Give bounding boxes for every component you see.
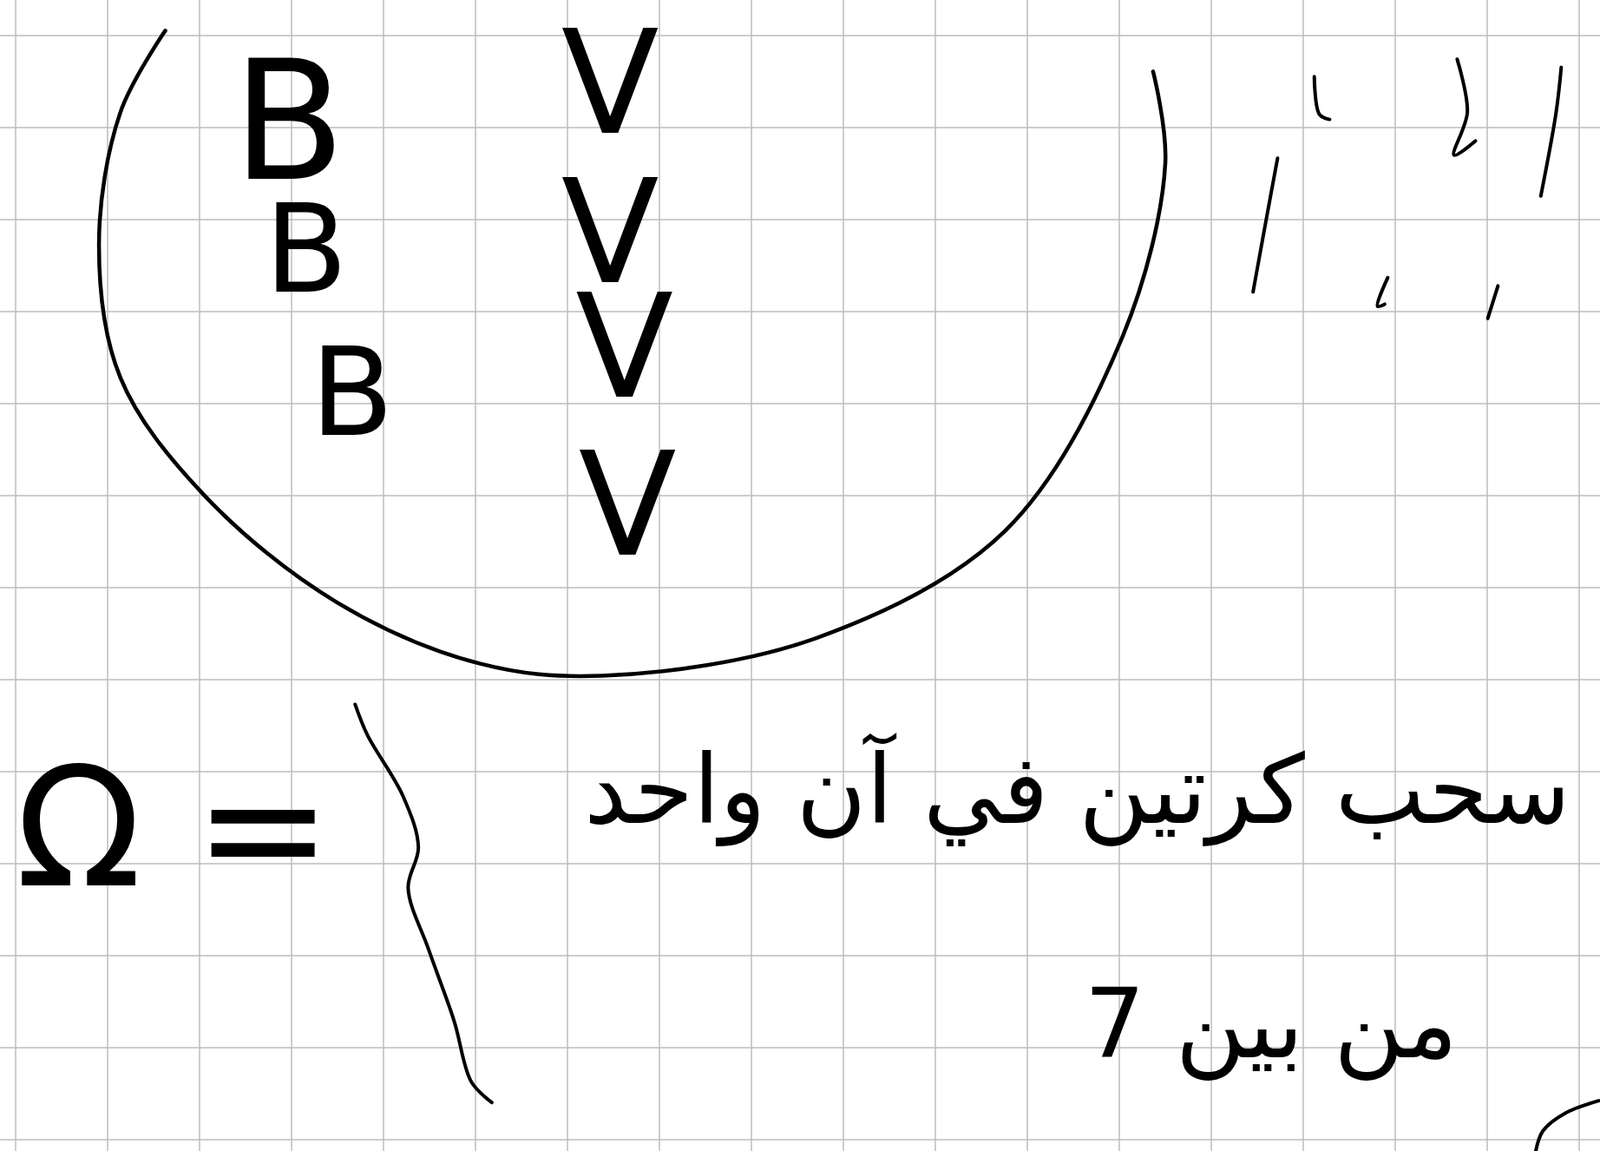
tally-mark [1377, 277, 1388, 307]
grid-line [934, 0, 937, 1151]
grid-line [1026, 0, 1029, 1151]
grid-line [750, 0, 753, 1151]
grid-line [382, 0, 385, 1151]
ball-letter: V [578, 433, 677, 578]
tally-mark [1453, 59, 1476, 156]
ball-letter: B [232, 39, 346, 205]
tally-mark [1314, 76, 1331, 119]
grid-line [198, 0, 201, 1151]
ball-letter: B [310, 332, 394, 454]
grid-line [0, 218, 1600, 221]
ball-letter: V [561, 12, 660, 156]
tally-mark [1488, 285, 1499, 319]
grid-line [14, 0, 17, 1151]
grid-line [1486, 0, 1489, 1151]
grid-line [1578, 0, 1581, 1151]
sketch-stroke [1535, 1100, 1600, 1151]
set-brace [354, 703, 492, 1102]
tally-mark [1252, 157, 1278, 292]
grid-line [0, 1138, 1600, 1141]
set-description: من بين 7 [1084, 971, 1458, 1077]
grid-line [474, 0, 477, 1151]
set-symbol: Ω = [15, 737, 333, 919]
ball-letter: V [575, 275, 674, 419]
set-description: سحب كرتين في آن واحد [583, 737, 1571, 843]
grid-line [0, 678, 1600, 681]
grid-line [0, 310, 1600, 313]
grid-line [0, 494, 1600, 497]
grid-line [0, 34, 1600, 37]
grid-line [0, 954, 1600, 957]
grid-line [0, 402, 1600, 405]
ball-letter: B [264, 189, 348, 311]
grid-line [842, 0, 845, 1151]
grid-line [0, 586, 1600, 589]
urn-outline: BBBVVVV [86, 17, 1181, 686]
tally-mark [1540, 67, 1562, 197]
